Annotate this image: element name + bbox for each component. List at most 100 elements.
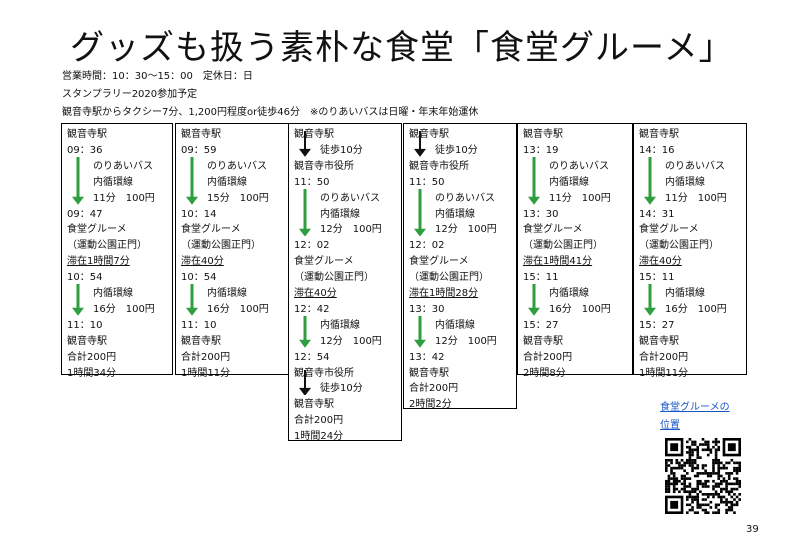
route-line: 内循環線 bbox=[207, 176, 247, 188]
route-line: （運動公園正門） bbox=[67, 240, 147, 252]
route-line: 合計200円 bbox=[523, 351, 573, 363]
route-line: 合計200円 bbox=[294, 415, 344, 427]
stamp-rally-text: スタンプラリー2020参加予定 bbox=[62, 89, 198, 100]
location-link[interactable]: 食堂グルーメの bbox=[660, 402, 730, 413]
route-line: （運動公園正門） bbox=[523, 240, 603, 252]
route-line: のりあいバス bbox=[207, 160, 267, 172]
route-line: 観音寺駅 bbox=[294, 399, 334, 411]
route-line: 食堂グルーメ bbox=[294, 256, 354, 268]
route-line: 観音寺市役所 bbox=[294, 160, 354, 172]
route-line: 食堂グルーメ bbox=[181, 224, 241, 236]
stay-duration: 滞在40分 bbox=[294, 288, 337, 299]
route-line: 2時間2分 bbox=[409, 399, 452, 411]
route-line: 合計200円 bbox=[409, 383, 459, 395]
route-line: 観音寺駅 bbox=[639, 335, 679, 347]
stay-duration: 滞在1時間41分 bbox=[523, 256, 593, 268]
location-link-line2[interactable]: 位置 bbox=[660, 420, 680, 431]
route-line: 12：02 bbox=[409, 240, 445, 252]
stay-duration: 滞在40分 bbox=[181, 256, 224, 268]
route-column: 観音寺駅 09：36 のりあいバス内循環線 11分 100円 09：47 食堂グルーメ （運… bbox=[61, 123, 173, 379]
route-line: のりあいバス bbox=[320, 192, 380, 204]
route-line: 内循環線 bbox=[93, 288, 133, 299]
route-line: 12分 100円 bbox=[435, 335, 497, 347]
down-arrow-icon bbox=[72, 284, 84, 316]
route-line: 合計200円 bbox=[181, 351, 231, 363]
walk-arrow-icon bbox=[414, 131, 426, 157]
route-line: 1時間11分 bbox=[639, 367, 689, 379]
route-line: （運動公園正門） bbox=[409, 272, 489, 284]
down-arrow-icon bbox=[299, 188, 311, 237]
qr-code-icon bbox=[665, 438, 741, 514]
down-arrow-icon bbox=[186, 284, 198, 316]
route-line: のりあいバス bbox=[435, 192, 495, 204]
route-line: 11分 100円 bbox=[93, 192, 155, 204]
route-line: のりあいバス bbox=[93, 160, 153, 172]
route-line: 13：19 bbox=[523, 144, 559, 156]
route-line: 15：11 bbox=[639, 272, 675, 284]
route-line: 11：50 bbox=[294, 176, 330, 188]
walk-arrow-icon bbox=[299, 131, 311, 157]
route-line: 食堂グルーメ bbox=[409, 256, 469, 268]
route-line: 観音寺駅 bbox=[181, 335, 221, 347]
down-arrow-icon bbox=[414, 188, 426, 237]
down-arrow-icon bbox=[644, 156, 656, 205]
down-arrow-icon bbox=[414, 315, 426, 348]
route-line: のりあいバス bbox=[549, 160, 609, 172]
route-line: 15：11 bbox=[523, 272, 559, 284]
hours-text: 営業時間：10：30～15：00 定休日：日 bbox=[62, 71, 253, 82]
route-line: 12分 100円 bbox=[320, 224, 382, 236]
route-line: 内循環線 bbox=[93, 176, 133, 188]
stay-duration: 滞在40分 bbox=[639, 256, 682, 268]
route-line: 11分 100円 bbox=[665, 192, 727, 204]
route-line: 09：47 bbox=[67, 208, 103, 220]
route-line: のりあいバス bbox=[665, 160, 725, 172]
route-line: 内循環線 bbox=[207, 288, 247, 299]
route-line: 観音寺駅 bbox=[523, 335, 563, 347]
route-line: 12：02 bbox=[294, 240, 330, 252]
route-line: 内循環線 bbox=[665, 288, 705, 299]
route-line: （運動公園正門） bbox=[181, 240, 261, 252]
route-line: 徒歩10分 bbox=[320, 144, 363, 156]
route-line: 10：54 bbox=[181, 272, 217, 284]
route-line: 13：42 bbox=[409, 351, 445, 363]
route-line: （運動公園正門） bbox=[294, 272, 374, 284]
down-arrow-icon bbox=[644, 284, 656, 316]
route-line: 11：50 bbox=[409, 176, 445, 188]
route-line: 観音寺駅 bbox=[67, 129, 107, 140]
route-line: 内循環線 bbox=[320, 208, 360, 220]
route-line: 09：36 bbox=[67, 144, 103, 156]
route-line: 14：16 bbox=[639, 144, 675, 156]
route-line: 合計200円 bbox=[639, 351, 689, 363]
route-line: 徒歩10分 bbox=[320, 383, 363, 395]
route-line: 食堂グルーメ bbox=[523, 224, 583, 236]
route-line: 09：59 bbox=[181, 144, 217, 156]
route-line: 10：54 bbox=[67, 272, 103, 284]
route-line: 食堂グルーメ bbox=[67, 224, 127, 236]
down-arrow-icon bbox=[528, 284, 540, 316]
route-line: 15：27 bbox=[639, 319, 675, 331]
page-number: 39 bbox=[746, 524, 759, 535]
route-line: 観音寺駅 bbox=[523, 129, 563, 140]
route-line: 観音寺駅 bbox=[294, 129, 334, 140]
down-arrow-icon bbox=[528, 156, 540, 205]
route-line: 内循環線 bbox=[435, 319, 475, 331]
page-title: グッズも扱う素朴な食堂「食堂グルーメ」 bbox=[70, 28, 734, 68]
route-line: 12：42 bbox=[294, 303, 330, 315]
route-line: 1時間34分 bbox=[67, 367, 117, 379]
route-line: 観音寺駅 bbox=[409, 129, 449, 140]
route-line: 内循環線 bbox=[435, 208, 475, 220]
route-line: 内循環線 bbox=[549, 176, 589, 188]
stay-duration: 滞在1時間7分 bbox=[67, 256, 130, 268]
route-line: 14：31 bbox=[639, 208, 675, 220]
route-line: 11分 100円 bbox=[549, 192, 611, 204]
route-line: 16分 100円 bbox=[549, 303, 611, 315]
route-line: 15分 100円 bbox=[207, 192, 269, 204]
route-line: 12分 100円 bbox=[435, 224, 497, 236]
route-line: 13：30 bbox=[409, 303, 445, 315]
route-line: 15：27 bbox=[523, 319, 559, 331]
down-arrow-icon bbox=[186, 156, 198, 205]
